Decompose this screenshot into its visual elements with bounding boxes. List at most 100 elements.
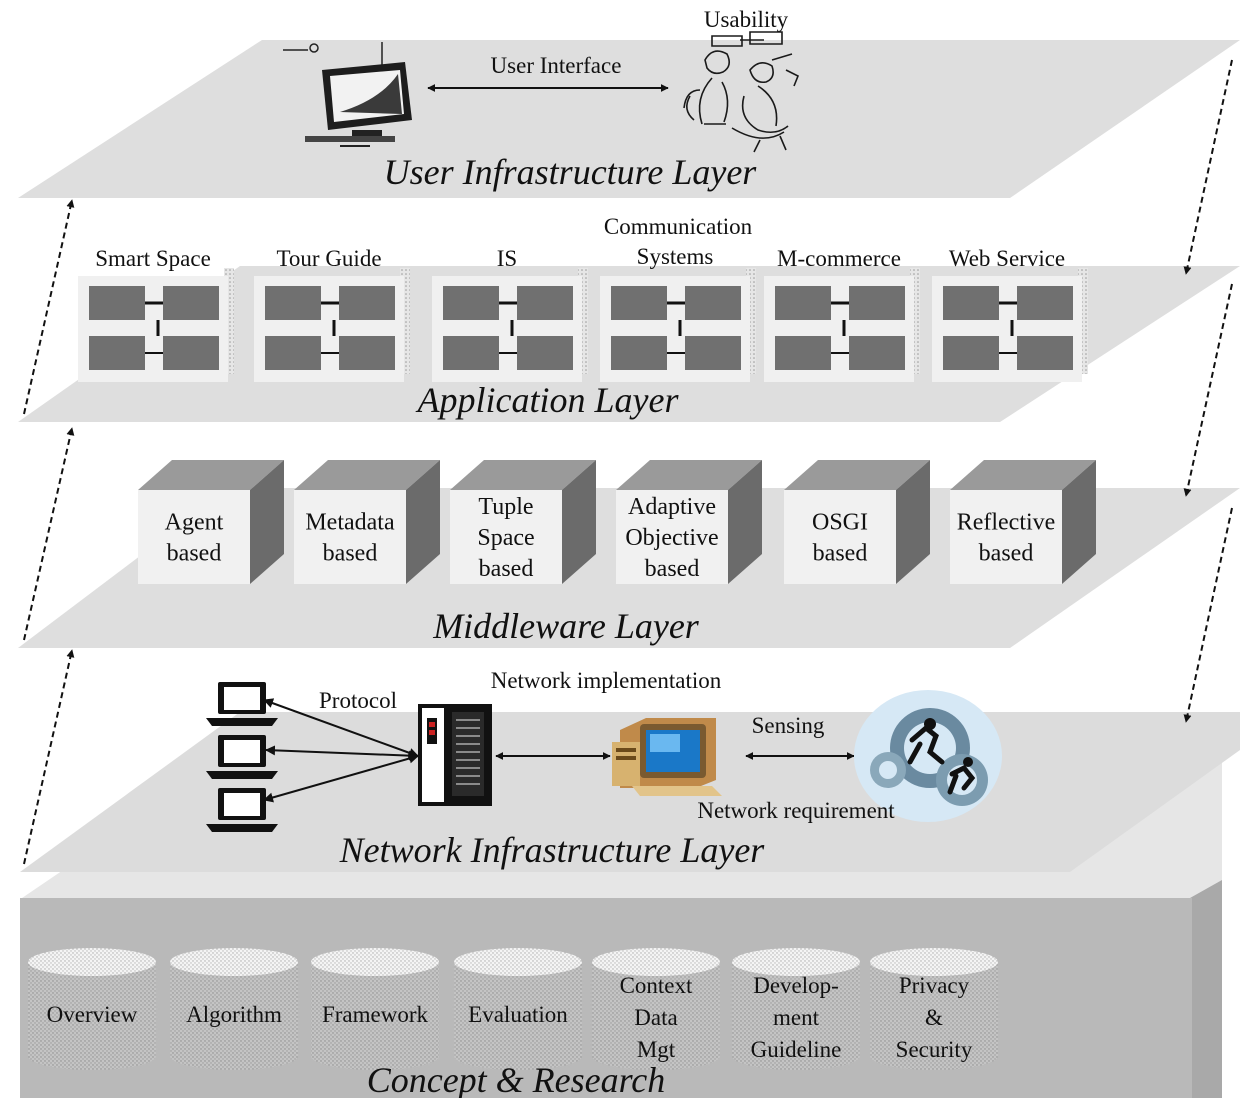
cube-front — [784, 490, 896, 584]
middleware-box-label: based — [167, 541, 222, 567]
module-block — [849, 336, 905, 370]
middleware-box-label: Adaptive — [628, 494, 716, 520]
left-arrow-concept-to-network — [23, 649, 75, 865]
cylinder-top — [311, 948, 439, 976]
module-shadow — [224, 268, 234, 374]
cylinder-top — [870, 948, 998, 976]
cube-top — [950, 460, 1096, 490]
module-block — [517, 336, 573, 370]
app-module — [932, 268, 1088, 382]
cube-front — [138, 490, 250, 584]
network-layer-title: Network Infrastructure Layer — [339, 830, 766, 870]
concept-research-title: Concept & Research — [367, 1060, 666, 1098]
middleware-layer: AgentbasedMetadatabasedTupleSpacebasedAd… — [138, 460, 1096, 584]
concept-cylinder-label: Develop- — [753, 973, 839, 998]
module-shadow — [400, 268, 410, 374]
right-arrow-user-to-application — [1183, 59, 1233, 275]
cube-front — [950, 490, 1062, 584]
cylinder-top — [28, 948, 156, 976]
middleware-box: Agent based — [138, 460, 284, 584]
concept-cylinder-label: Evaluation — [468, 1002, 568, 1027]
app-module — [764, 268, 920, 382]
middleware-box-label: OSGI — [812, 510, 868, 536]
concept-cylinder: Privacy & Security — [870, 948, 998, 1070]
module-block — [611, 336, 667, 370]
app-module-label: Smart Space — [95, 246, 211, 271]
sensing-label: Sensing — [752, 713, 825, 738]
app-module — [600, 268, 756, 382]
module-block — [1017, 286, 1073, 320]
cube-top — [450, 460, 596, 490]
concept-cylinder-label: Overview — [47, 1002, 138, 1027]
cylinder-body — [454, 962, 582, 1070]
cylinder-top — [732, 948, 860, 976]
right-arrow-application-to-middleware — [1183, 283, 1233, 497]
concept-block-side — [1190, 750, 1222, 1098]
app-module-label-line1: Communication — [604, 214, 753, 239]
concept-cylinder-label: Algorithm — [186, 1002, 282, 1027]
cylinder-body — [311, 962, 439, 1070]
app-module-label: Web Service — [949, 246, 1065, 271]
computer-icon — [612, 718, 722, 796]
cylinder-top — [454, 948, 582, 976]
left-arrow-middleware-to-application — [23, 199, 75, 415]
module-block — [943, 336, 999, 370]
connector-arrows — [23, 59, 1233, 865]
app-module — [254, 268, 410, 382]
module-block — [685, 286, 741, 320]
middleware-box-label: based — [645, 556, 700, 582]
protocol-label: Protocol — [319, 688, 397, 713]
cylinder-body — [170, 962, 298, 1070]
module-block — [265, 336, 321, 370]
module-block — [89, 336, 145, 370]
user-layer: Usability User Interface User Infrastruc… — [283, 7, 800, 192]
left-arrow-network-to-middleware — [23, 427, 75, 641]
middleware-box-label: Objective — [625, 525, 718, 551]
module-block — [849, 286, 905, 320]
concept-cylinder: Framework — [311, 948, 439, 1070]
user-interface-label: User Interface — [491, 53, 622, 78]
module-shadow — [910, 268, 920, 374]
module-block — [775, 336, 831, 370]
concept-cylinder: Algorithm — [170, 948, 298, 1070]
concept-cylinder-label: Security — [896, 1037, 973, 1062]
cube-side — [406, 460, 440, 584]
cube-front — [450, 490, 562, 584]
middleware-box-label: Tuple — [478, 494, 533, 520]
cube-top — [784, 460, 930, 490]
concept-cylinders: Overview Algorithm Framework Evaluation Cont… — [28, 948, 998, 1070]
cube-front — [294, 490, 406, 584]
cylinder-top — [592, 948, 720, 976]
cube-front — [616, 490, 728, 584]
laptop-icon-3 — [206, 788, 278, 832]
middleware-box-label: based — [813, 541, 868, 567]
module-block — [163, 336, 219, 370]
network-requirement-label: Network requirement — [697, 798, 895, 823]
cube-side — [728, 460, 762, 584]
concept-cylinder-label: & — [925, 1005, 943, 1030]
module-block — [943, 286, 999, 320]
module-block — [611, 286, 667, 320]
concept-cylinder-label: Data — [634, 1005, 677, 1030]
module-block — [443, 286, 499, 320]
middleware-box-label: based — [479, 556, 534, 582]
laptop-icon-2 — [206, 735, 278, 779]
cube-side — [896, 460, 930, 584]
cube-side — [1062, 460, 1096, 584]
middleware-box-label: Metadata — [305, 510, 395, 536]
module-block — [685, 336, 741, 370]
monitor-icon — [283, 42, 412, 147]
module-block — [443, 336, 499, 370]
middleware-box-label: Reflective — [957, 510, 1056, 536]
middleware-box-label: Agent — [165, 510, 224, 536]
concept-cylinder-label: Privacy — [899, 973, 970, 998]
cube-top — [138, 460, 284, 490]
cylinder-top — [170, 948, 298, 976]
cube-side — [250, 460, 284, 584]
network-implementation-label: Network implementation — [491, 668, 722, 693]
cylinder-body — [592, 962, 720, 1070]
